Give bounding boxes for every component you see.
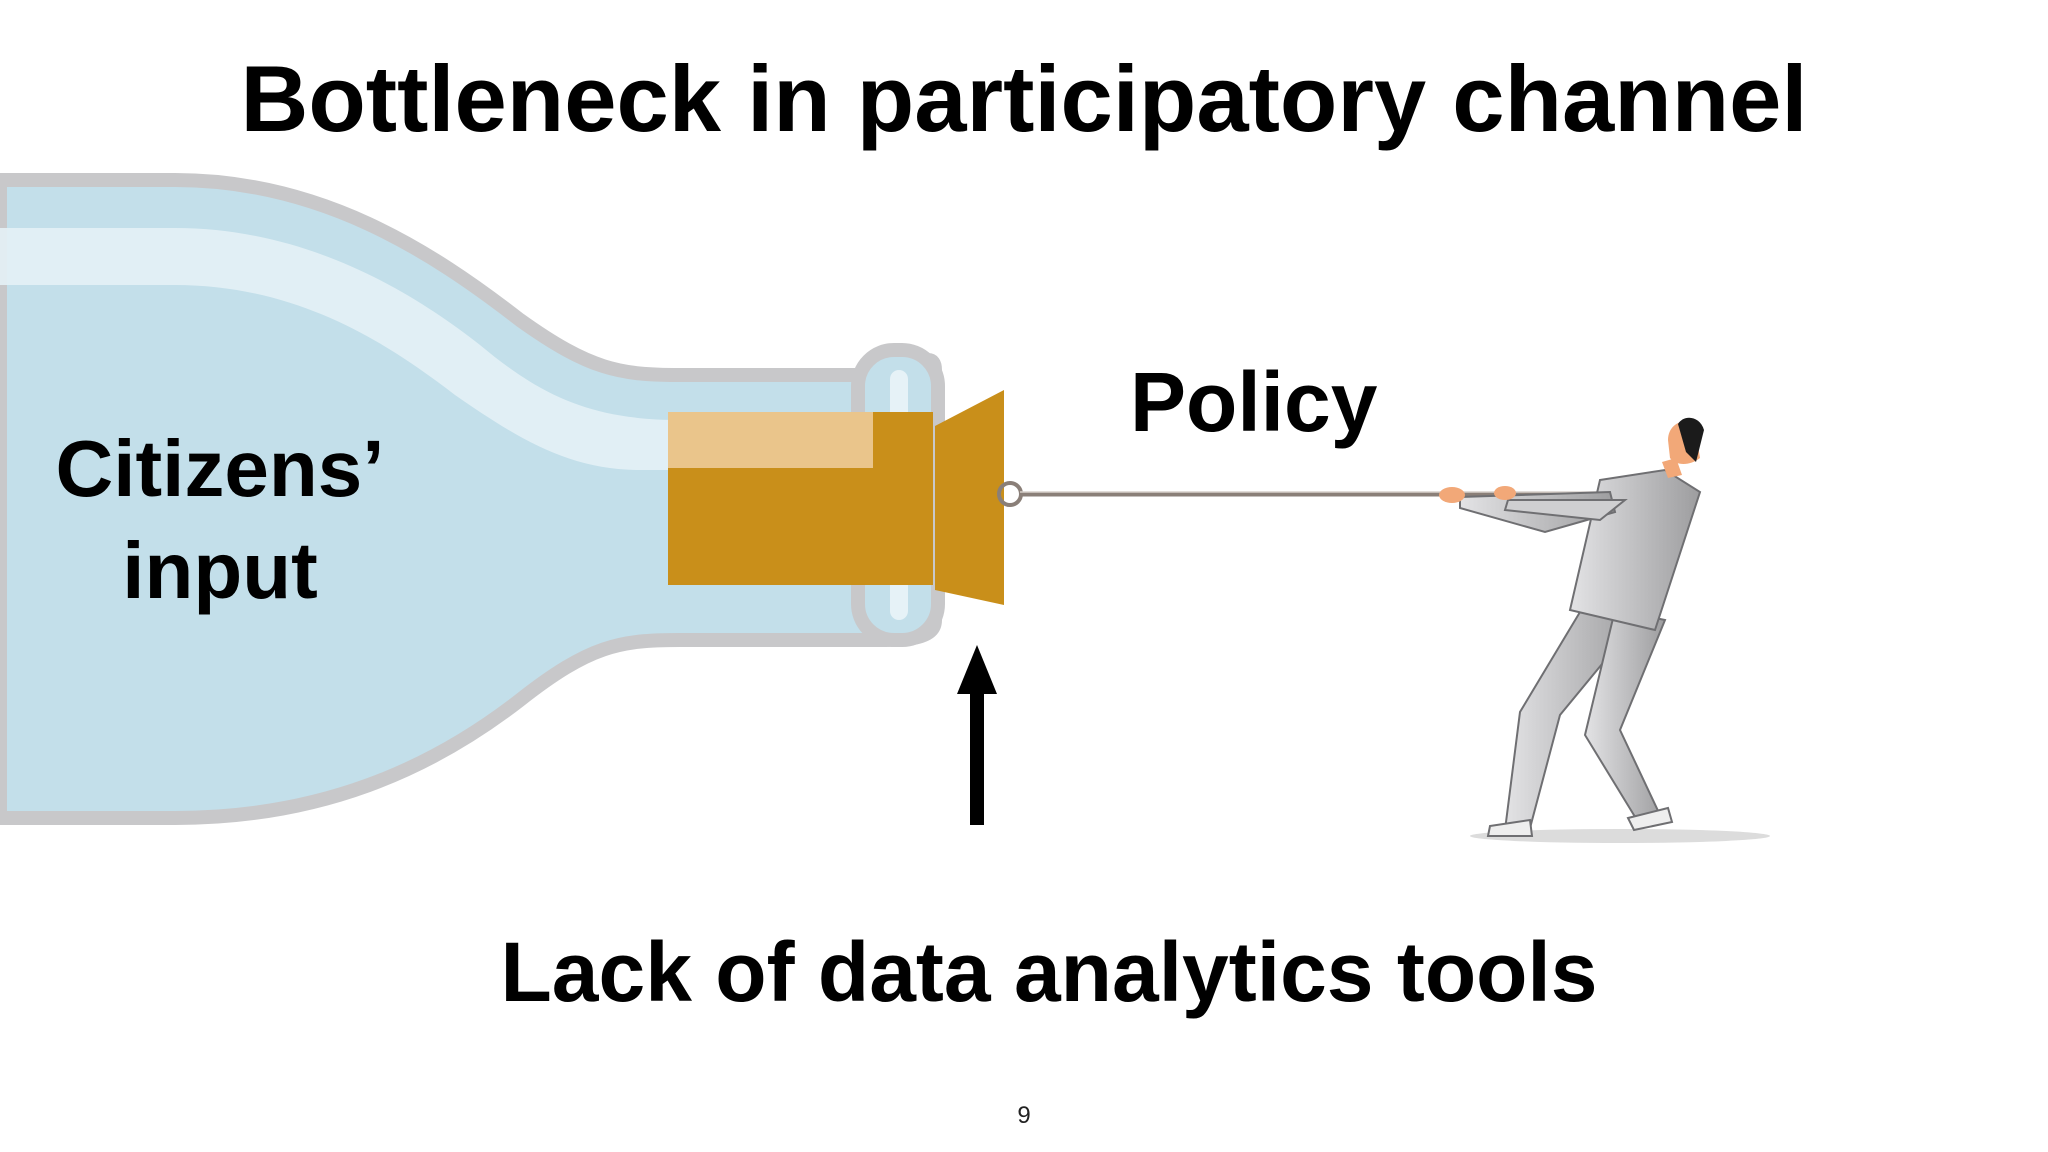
slide-title: Bottleneck in participatory channel: [240, 46, 1808, 151]
bottle-label: Citizens’ input: [20, 418, 420, 622]
bottle-label-line2: input: [122, 526, 318, 615]
arrow-caption: Lack of data analytics tools: [500, 925, 1598, 1019]
businessman-pulling-icon: [1439, 417, 1770, 843]
up-arrow-icon: [957, 645, 997, 825]
bottle-label-line1: Citizens’: [55, 424, 385, 513]
rope-label: Policy: [1130, 355, 1378, 449]
page-number: 9: [1017, 1102, 1031, 1129]
cork-icon: [668, 390, 1004, 605]
